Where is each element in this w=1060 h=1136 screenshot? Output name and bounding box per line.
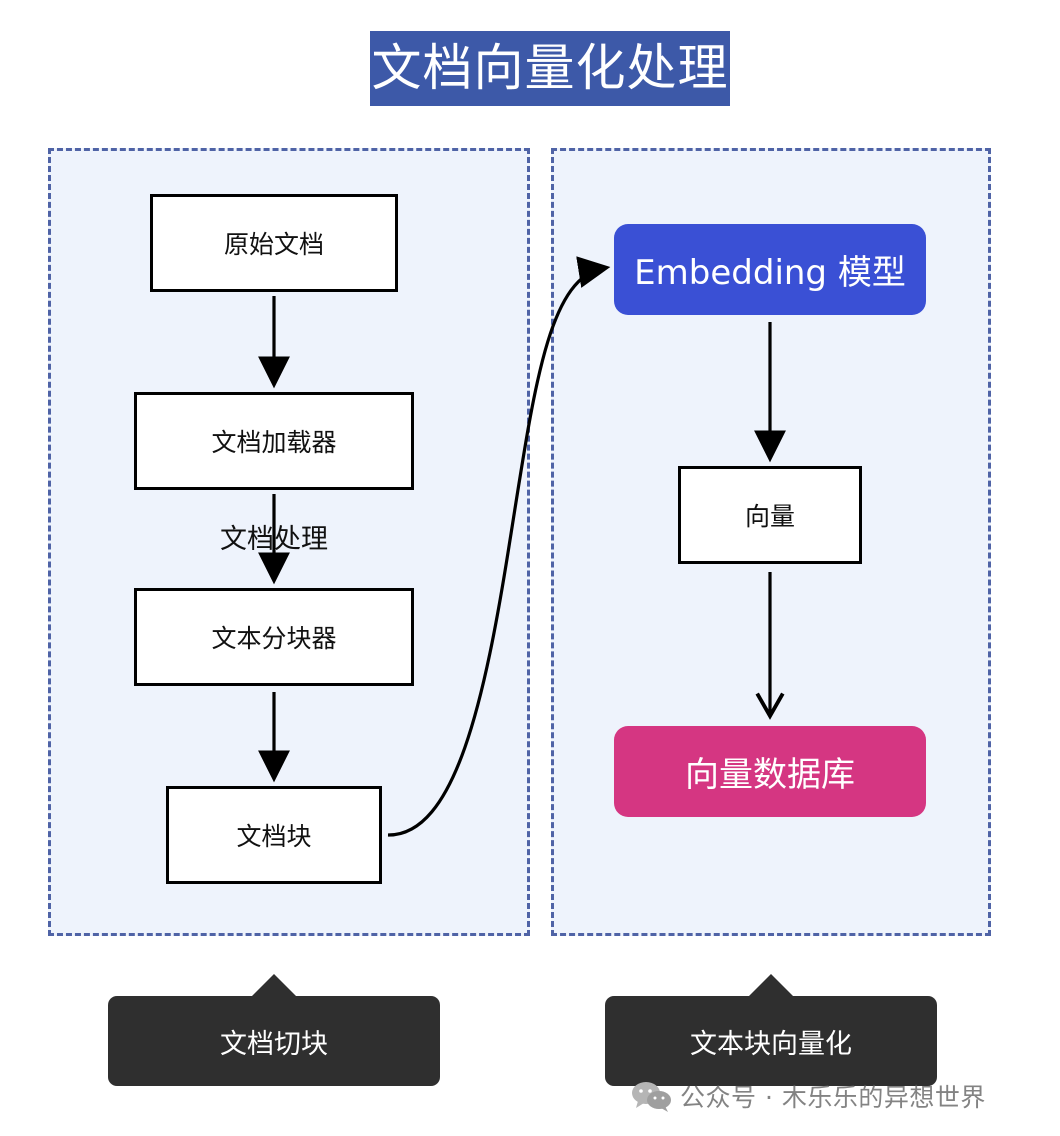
raw-document-node: 原始文档 <box>150 194 398 292</box>
text-splitter-node: 文本分块器 <box>134 588 414 686</box>
document-loader-node: 文档加载器 <box>134 392 414 490</box>
vector-database-node: 向量数据库 <box>614 726 926 817</box>
embedding-model-node: Embedding 模型 <box>614 224 926 315</box>
wechat-icon <box>632 1082 671 1112</box>
document-chunk-node: 文档块 <box>166 786 382 884</box>
document-processing-label: 文档处理 <box>220 524 328 555</box>
watermark: 公众号 · 木乐乐的异想世界 <box>630 1074 1050 1118</box>
text-chunk-vectorization-callout: 文本块向量化 <box>605 974 937 1086</box>
document-chunking-callout: 文档切块 <box>108 974 440 1086</box>
page-title: 文档向量化处理 <box>370 31 730 106</box>
vector-node: 向量 <box>678 466 862 564</box>
watermark-text: 公众号 · 木乐乐的异想世界 <box>680 1083 986 1112</box>
